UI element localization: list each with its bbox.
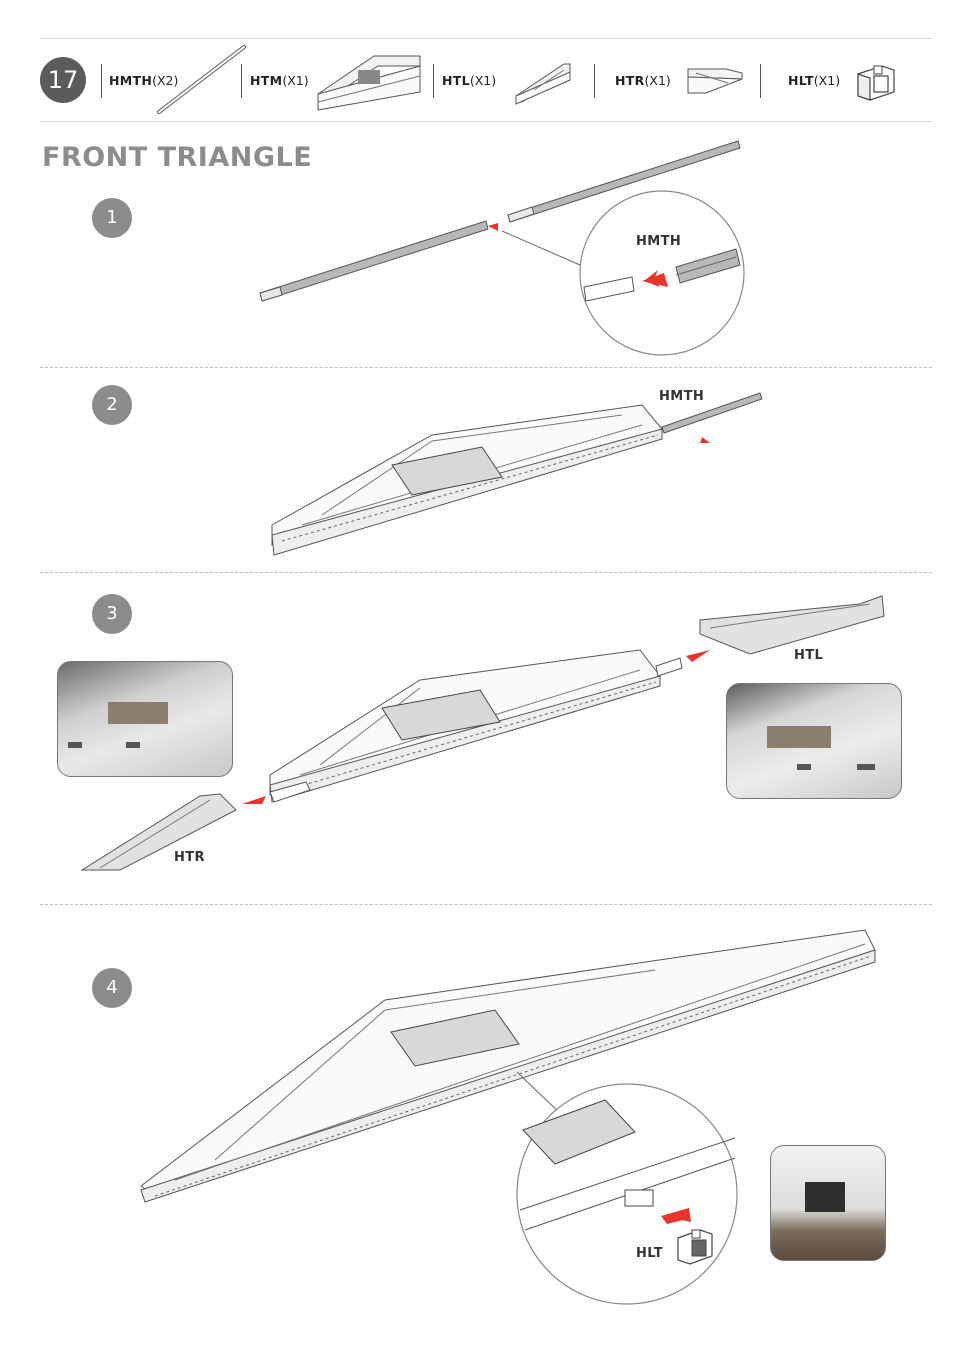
photo-slot — [68, 742, 82, 748]
photo-detail — [108, 702, 168, 724]
connector-clip-icon — [857, 65, 895, 101]
separator — [594, 64, 595, 98]
truss-middle-icon — [317, 55, 421, 111]
step-number: 3 — [106, 603, 118, 624]
part-htm-label: HTM(X1) — [250, 70, 309, 89]
part-qty: (X1) — [644, 73, 671, 88]
part-htr-label: HTR(X1) — [615, 70, 671, 89]
step-divider — [40, 367, 932, 368]
step-2-badge: 2 — [92, 385, 132, 425]
part-qty: (X2) — [152, 73, 179, 88]
photo-detail — [767, 726, 831, 748]
photo-slot — [857, 764, 875, 770]
part-hlt-label: HLT(X1) — [788, 70, 840, 89]
part-hmth-label: HMTH(X2) — [109, 70, 178, 89]
step-number: 1 — [106, 207, 118, 228]
separator — [760, 64, 761, 98]
part-qty: (X1) — [813, 73, 841, 88]
step-3-badge: 3 — [92, 594, 132, 634]
step-1-illustration — [259, 140, 745, 356]
step-number: 4 — [106, 977, 118, 998]
arrow-icon — [700, 437, 710, 443]
part-code: HTM — [250, 73, 283, 88]
arrow-icon — [488, 223, 498, 231]
step-4-photo — [770, 1145, 886, 1261]
separator — [101, 64, 102, 98]
part-qty: (X1) — [282, 73, 309, 88]
step-3-label-htl: HTL — [794, 648, 824, 663]
separator — [433, 64, 434, 98]
step-3-label-htr: HTR — [174, 850, 205, 865]
arrow-icon — [661, 1216, 683, 1224]
part-code: HMTH — [109, 73, 153, 88]
truss-right-icon — [687, 68, 743, 94]
photo-slot — [797, 764, 811, 770]
page-number: 17 — [47, 66, 79, 94]
arrow-icon — [686, 650, 710, 662]
header-bottom-rule — [40, 121, 932, 122]
page-number-badge: 17 — [40, 57, 86, 103]
step-divider — [40, 904, 932, 905]
step-2-label: HMTH — [659, 389, 705, 404]
step-3-photo-right — [726, 683, 902, 799]
step-divider — [40, 572, 932, 573]
step-4-label: HLT — [636, 1246, 664, 1261]
step-1-badge: 1 — [92, 198, 132, 238]
truss-left-icon — [515, 63, 571, 105]
separator — [241, 64, 242, 98]
step-4-badge: 4 — [92, 968, 132, 1008]
section-title: FRONT TRIANGLE — [42, 142, 313, 173]
connector-clip-icon — [677, 1229, 713, 1265]
part-qty: (X1) — [469, 73, 497, 88]
header-top-rule — [40, 38, 932, 39]
rod-icon — [157, 45, 246, 114]
step-1-label: HMTH — [636, 234, 682, 249]
step-3-photo-left — [57, 661, 233, 777]
part-htl-label: HTL(X1) — [442, 70, 496, 89]
photo-slot — [126, 742, 140, 748]
part-code: HTL — [442, 73, 470, 88]
step-2-illustration — [271, 392, 763, 556]
part-code: HTR — [615, 73, 645, 88]
step-3-illustration — [80, 595, 885, 871]
detail-magnifier — [579, 190, 745, 356]
photo-clip — [805, 1182, 845, 1212]
arrow-icon — [242, 796, 266, 804]
step-number: 2 — [106, 394, 118, 415]
part-code: HLT — [788, 73, 814, 88]
